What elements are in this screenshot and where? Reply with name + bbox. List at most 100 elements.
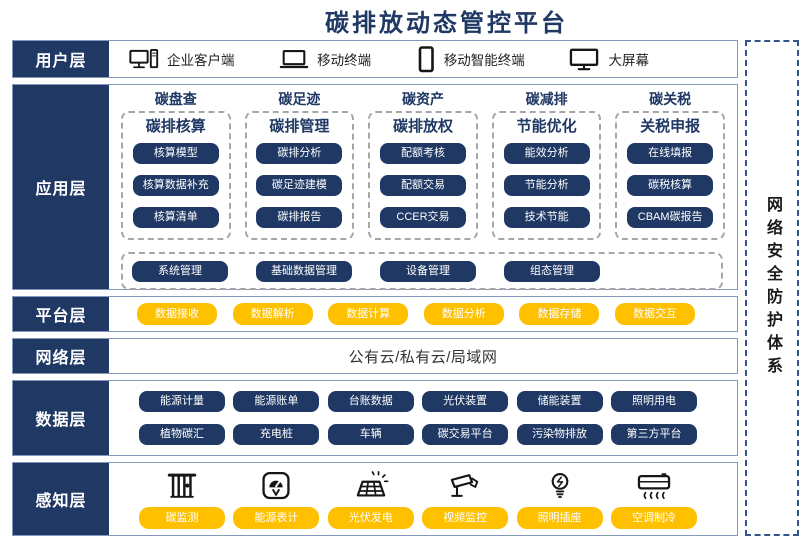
perception-item-air-conditioner: 空调制冷 — [610, 470, 697, 529]
app-panel-subtitle: 节能优化 — [516, 118, 577, 135]
platform-chip: 数据接收 — [137, 303, 217, 325]
app-panel-subtitle: 碳排核算 — [145, 118, 206, 135]
user-item-enterprise-client: 企业客户端 — [129, 47, 235, 72]
data-source-chip: 污染物排放 — [516, 423, 603, 445]
perception-chip: 碳监测 — [139, 506, 225, 529]
app-panel: 碳排核算 核算模型 核算数据补充 核算清单 — [121, 111, 231, 240]
app-column-carbon-tariff: 碳关税 关税申报 在线填报 碳税核算 CBAM碳报告 — [615, 90, 725, 240]
app-module-chip: 核算模型 — [132, 143, 219, 164]
platform-chip: 数据解析 — [232, 303, 313, 325]
layer-label-network: 网络层 — [13, 339, 109, 373]
app-module-chip: 碳税核算 — [627, 175, 714, 196]
user-item-label: 移动智能终端 — [443, 53, 525, 68]
light-bulb-icon — [545, 470, 575, 502]
layer-row-data: 数据层 能源计量 能源账单 台账数据 光伏装置 储能装置 照明用电 植物碳汇 充… — [12, 380, 738, 456]
big-screen-icon — [569, 46, 600, 72]
app-module-chip: 节能分析 — [503, 175, 590, 196]
user-item-label: 企业客户端 — [167, 53, 235, 68]
perception-item-solar: 光伏发电 — [327, 470, 414, 529]
app-column-carbon-asset: 碳资产 碳排放权 配额考核 配额交易 CCER交易 — [368, 90, 478, 240]
user-item-label: 大屏幕 — [608, 53, 649, 68]
management-panel: 系统管理 基础数据管理 设备管理 组态管理 — [121, 252, 723, 290]
data-source-chip: 能源账单 — [233, 390, 320, 412]
platform-chip: 数据存储 — [519, 303, 600, 325]
app-panel: 节能优化 能效分析 节能分析 技术节能 — [491, 111, 602, 240]
tablet-icon — [416, 45, 436, 73]
energy-meter-icon — [260, 470, 292, 502]
app-panel-subtitle: 关税申报 — [640, 118, 701, 135]
app-panel-subtitle: 碳排管理 — [269, 118, 330, 135]
layer-label-platform: 平台层 — [13, 297, 109, 331]
app-module-chip: 技术节能 — [503, 207, 590, 228]
solar-panel-icon — [353, 470, 389, 502]
app-panel: 碳排放权 配额考核 配额交易 CCER交易 — [368, 111, 478, 240]
app-column-header: 碳盘查 — [154, 91, 197, 107]
data-source-chip: 光伏装置 — [422, 390, 509, 412]
app-module-chip: 核算清单 — [132, 207, 219, 228]
data-source-chip: 第三方平台 — [610, 423, 697, 445]
page-title: 碳排放动态管控平台 — [325, 10, 568, 37]
app-panel: 关税申报 在线填报 碳税核算 CBAM碳报告 — [615, 111, 725, 240]
layer-row-user: 用户层 企业客户端 — [12, 40, 738, 78]
perception-chip: 照明插座 — [516, 506, 603, 529]
perception-chip: 视频监控 — [422, 506, 509, 529]
app-column-header: 碳足迹 — [278, 91, 321, 107]
user-item-big-screen: 大屏幕 — [569, 46, 649, 72]
app-column-carbon-reduction: 碳减排 节能优化 能效分析 节能分析 技术节能 — [491, 90, 602, 240]
data-source-chip: 能源计量 — [139, 390, 225, 412]
platform-chip: 数据分析 — [423, 303, 504, 325]
app-panel: 碳排管理 碳排分析 碳足迹建模 碳排报告 — [244, 111, 355, 240]
management-chip: 基础数据管理 — [256, 260, 352, 282]
data-source-chip: 照明用电 — [610, 390, 697, 412]
platform-chip: 数据计算 — [328, 303, 409, 325]
app-column-carbon-footprint: 碳足迹 碳排管理 碳排分析 碳足迹建模 碳排报告 — [244, 90, 355, 240]
cctv-camera-icon — [447, 470, 483, 502]
carbon-monitor-icon — [165, 470, 199, 502]
app-module-chip: 能效分析 — [503, 143, 590, 164]
layer-row-application: 应用层 碳盘查 碳排核算 核算模型 核算数据补充 核算清单 碳足迹 碳排管理 — [12, 84, 738, 290]
management-chip: 组态管理 — [504, 260, 600, 282]
perception-item-carbon-monitor: 碳监测 — [139, 470, 225, 529]
app-module-chip: 碳排分析 — [256, 143, 343, 164]
management-chip: 系统管理 — [132, 260, 228, 282]
security-sidebar-label: 网络安全防护体系 — [764, 196, 781, 380]
data-source-chip: 台账数据 — [327, 390, 414, 412]
app-module-chip: CCER交易 — [379, 207, 466, 228]
data-source-chip: 充电桩 — [233, 423, 320, 445]
app-module-chip: 配额交易 — [379, 175, 466, 196]
layer-label-perception: 感知层 — [13, 463, 109, 535]
layer-row-perception: 感知层 碳监测 — [12, 462, 738, 536]
app-panel-subtitle: 碳排放权 — [392, 118, 453, 135]
app-module-chip: 配额考核 — [379, 143, 466, 164]
management-chip: 设备管理 — [380, 260, 476, 282]
app-module-chip: 在线填报 — [627, 143, 714, 164]
layer-label-data: 数据层 — [13, 381, 109, 455]
data-source-chip: 车辆 — [327, 423, 414, 445]
network-content: 公有云/私有云/局域网 — [348, 348, 498, 366]
perception-item-lighting: 照明插座 — [516, 470, 603, 529]
desktop-pc-icon — [129, 47, 159, 72]
perception-item-energy-meter: 能源表计 — [233, 470, 320, 529]
app-module-chip: CBAM碳报告 — [627, 207, 714, 228]
layer-row-network: 网络层 公有云/私有云/局域网 — [12, 338, 738, 374]
perception-chip: 空调制冷 — [610, 506, 697, 529]
data-source-chip: 植物碳汇 — [139, 423, 225, 445]
app-column-carbon-inventory: 碳盘查 碳排核算 核算模型 核算数据补充 核算清单 — [121, 90, 231, 240]
app-module-chip: 碳足迹建模 — [256, 175, 343, 196]
user-item-smart-terminal: 移动智能终端 — [416, 45, 525, 73]
user-item-label: 移动终端 — [317, 53, 372, 68]
perception-chip: 光伏发电 — [327, 506, 414, 529]
laptop-icon — [279, 47, 309, 71]
app-module-chip: 核算数据补充 — [132, 175, 219, 196]
security-sidebar: 网络安全防护体系 — [745, 40, 799, 536]
app-column-header: 碳减排 — [525, 91, 568, 107]
data-source-chip: 碳交易平台 — [422, 423, 509, 445]
app-column-header: 碳资产 — [401, 91, 444, 107]
layer-label-application: 应用层 — [13, 85, 109, 289]
app-module-chip: 碳排报告 — [256, 207, 343, 228]
layer-label-user: 用户层 — [13, 41, 109, 77]
architecture-diagram: 用户层 企业客户端 — [12, 40, 738, 536]
layer-row-platform: 平台层 数据接收 数据解析 数据计算 数据分析 数据存储 数据交互 — [12, 296, 738, 332]
platform-chip: 数据交互 — [614, 303, 695, 325]
air-conditioner-icon — [636, 470, 672, 502]
